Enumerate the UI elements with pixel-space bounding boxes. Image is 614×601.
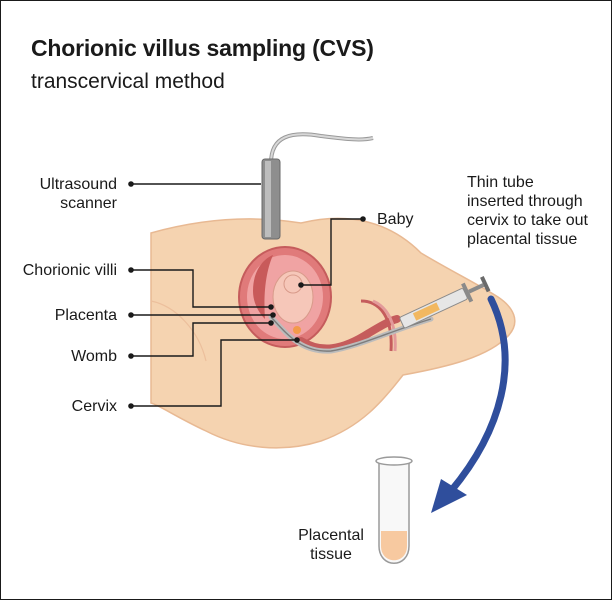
- label-baby: Baby: [377, 210, 413, 229]
- label-thin-tube: Thin tube inserted through cervix to tak…: [467, 173, 607, 249]
- label-chorionic-villi: Chorionic villi: [11, 261, 117, 280]
- label-placenta: Placenta: [11, 306, 117, 325]
- body-shape: [151, 218, 515, 447]
- label-placental-tissue: Placental tissue: [291, 526, 371, 564]
- label-ultrasound-scanner: Ultrasound scanner: [11, 175, 117, 213]
- arrow-head: [431, 479, 467, 513]
- label-womb: Womb: [11, 347, 117, 366]
- label-cervix: Cervix: [11, 397, 117, 416]
